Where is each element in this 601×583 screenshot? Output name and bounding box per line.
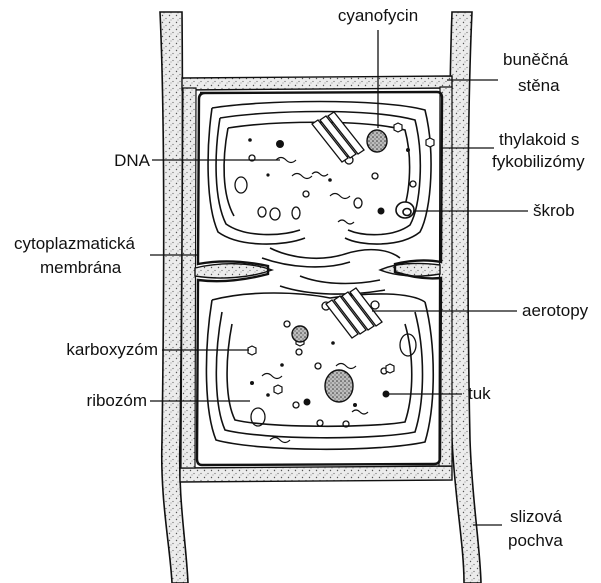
label-karboxyzom: karboxyzóm [20,340,158,359]
label-thylakoid-1: thylakoid s [499,130,579,149]
lipid-globule [325,370,353,402]
starch-grains [396,202,414,218]
label-ribozom: ribozóm [40,391,147,410]
label-cytoplazmaticka-2: membrána [40,258,121,277]
label-bunecna-stena-2: stěna [518,76,560,95]
label-slizova-2: pochva [508,531,563,550]
label-thylakoid-2: fykobilizómy [492,152,585,171]
carboxysomes [248,123,434,394]
label-tuk: tuk [468,384,491,403]
label-aerotopy: aerotopy [522,301,588,320]
mucilage-sheath [160,12,481,583]
label-bunecna-stena-1: buněčná [503,50,568,69]
label-cytoplazmaticka-1: cytoplazmatická [14,234,135,253]
label-skrob: škrob [533,201,575,220]
cytoplasmic-membrane [197,92,442,465]
label-dna: DNA [90,151,150,170]
cell-wall [180,76,452,482]
label-slizova-1: slizová [510,507,562,526]
label-cyanofycin: cyanofycin [330,6,426,25]
